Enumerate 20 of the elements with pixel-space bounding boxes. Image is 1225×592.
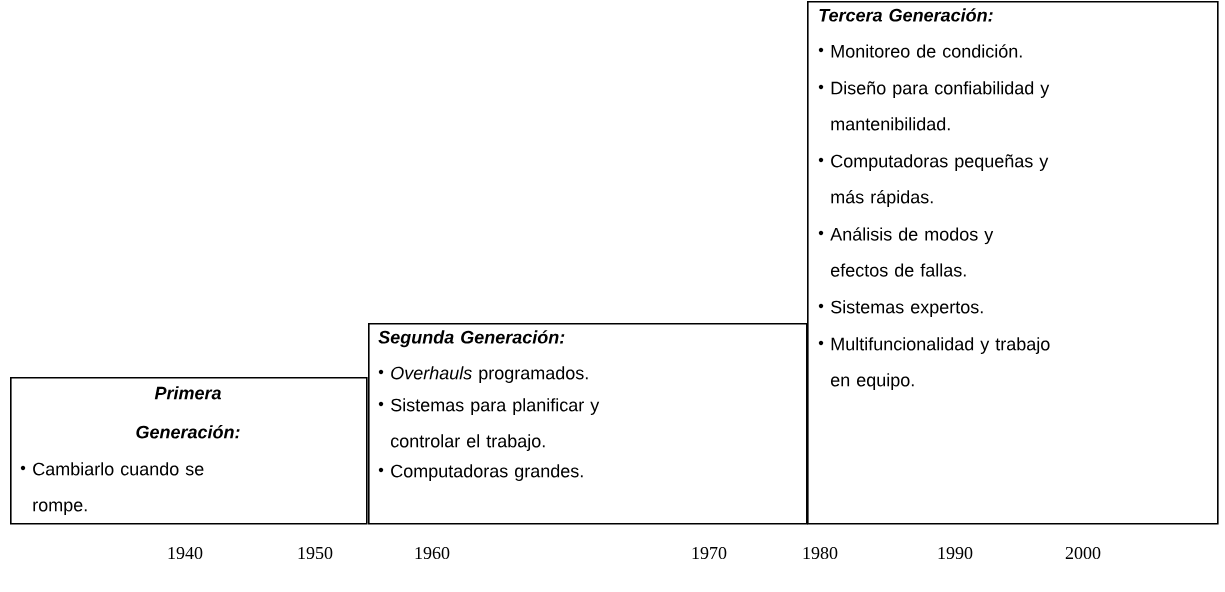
- year-label: 1980: [803, 546, 838, 560]
- heading: Segunda Generación:: [378, 330, 565, 348]
- year-label: 1970: [692, 546, 727, 560]
- heading: Primera Generación:: [136, 386, 240, 439]
- bullet-item: Sistemas para planificar y controlar el trabajo.: [391, 398, 600, 451]
- year-label: 1990: [938, 546, 973, 560]
- year-label: 1960: [415, 546, 450, 560]
- bullet-item: Sistemas expertos.: [831, 300, 983, 317]
- year-label: 1940: [168, 546, 203, 560]
- bullet-item: Overhauls programados.: [391, 366, 588, 383]
- bullet-item: Cambiarlo cuando se rompe.: [33, 462, 204, 515]
- bullet-item: Multifuncionalidad y trabajo en equipo.: [831, 337, 1050, 390]
- bullet-item: Computadoras pequeñas y más rápidas.: [831, 154, 1049, 207]
- bullet-item: Diseño para confiabilidad y mantenibilidad.: [831, 81, 1050, 131]
- year-label: 1950: [298, 546, 333, 560]
- bullet-item: Computadoras grandes.: [391, 464, 583, 481]
- bullet-item: Análisis de modos y efectos de fallas.: [830, 227, 994, 277]
- bullet-item: Monitoreo de condición.: [831, 44, 1022, 58]
- heading: Tercera Generación:: [819, 8, 993, 22]
- year-label: 2000: [1065, 546, 1101, 560]
